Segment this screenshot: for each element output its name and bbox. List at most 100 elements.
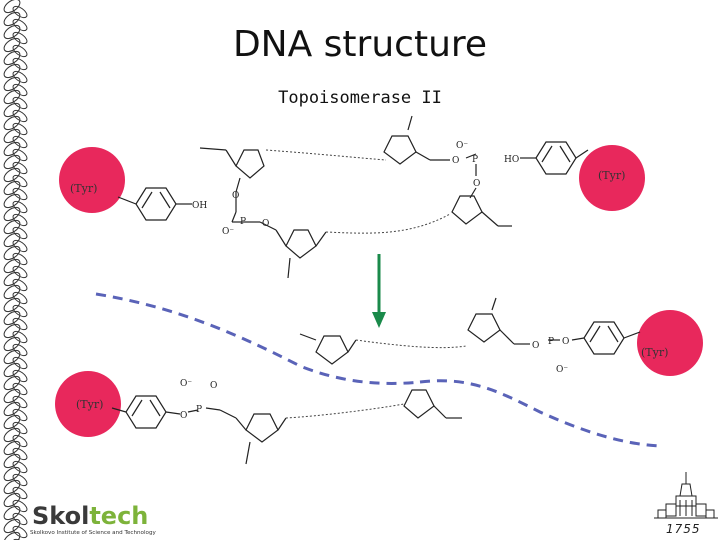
- border-loop: [12, 226, 28, 240]
- border-loop: [3, 479, 21, 495]
- border-loop: [12, 486, 28, 500]
- border-loop: [12, 83, 28, 97]
- label-o: O: [562, 337, 569, 347]
- label-o-minus: O⁻: [180, 379, 192, 389]
- border-loop: [12, 174, 28, 188]
- reaction-arrow: [372, 254, 386, 328]
- border-loop: [3, 336, 21, 352]
- border-loop: [12, 109, 28, 123]
- border-loop: [12, 343, 28, 357]
- border-loop: [3, 50, 21, 66]
- tyr-label-top-left: (Tyr): [70, 182, 97, 195]
- tyr-circle-top-left: [59, 147, 125, 213]
- dotted-backbone-mid: [325, 213, 451, 234]
- border-loop: [3, 115, 21, 131]
- skoltech-logo: Skoltech Skolkovo Institute of Science a…: [28, 500, 156, 540]
- border-loop: [12, 5, 28, 19]
- border-loop: [3, 102, 21, 118]
- border-loop: [3, 167, 21, 183]
- border-loop: [12, 447, 28, 461]
- border-loop: [3, 388, 21, 404]
- border-loop: [3, 310, 21, 326]
- slide-subtitle: Topoisomerase II: [278, 88, 442, 108]
- border-loop: [3, 11, 21, 27]
- msu-emblem: 1755: [652, 470, 720, 540]
- border-loop: [12, 96, 28, 110]
- border-loop: [3, 453, 21, 469]
- border-loop: [3, 76, 21, 92]
- border-loop: [3, 89, 21, 105]
- border-loop: [3, 440, 21, 456]
- border-loop: [12, 369, 28, 383]
- border-loop: [3, 154, 21, 170]
- border-loop: [3, 362, 21, 378]
- border-loop: [12, 200, 28, 214]
- border-loop: [3, 427, 21, 443]
- label-o: O: [210, 381, 217, 391]
- border-loop: [3, 24, 21, 40]
- skoltech-logo-word: Skoltech: [32, 502, 148, 530]
- label-o: O: [473, 179, 480, 189]
- border-loop: [3, 128, 21, 144]
- label-oh: OH: [192, 201, 207, 211]
- border-loop: [3, 206, 21, 222]
- border-loop: [3, 193, 21, 209]
- atom-labels: OH O P O⁻ O O P O⁻ O HO O P O⁻ O O⁻ O P …: [180, 141, 569, 421]
- border-loop: [12, 31, 28, 45]
- border-loop: [12, 18, 28, 32]
- border-loop: [3, 375, 21, 391]
- label-o-minus: O⁻: [222, 227, 234, 237]
- border-loop: [12, 57, 28, 71]
- border-loop: [12, 317, 28, 331]
- tyr-label-bottom-left: (Tyr): [76, 398, 103, 411]
- border-loop: [12, 239, 28, 253]
- border-loop: [12, 408, 28, 422]
- border-loop: [3, 466, 21, 482]
- label-o: O: [232, 191, 239, 201]
- dotted-backbone-bottom: [285, 403, 405, 419]
- label-o: O: [180, 411, 187, 421]
- border-loop: [12, 161, 28, 175]
- border-loop: [12, 460, 28, 474]
- label-o: O: [262, 219, 269, 229]
- border-loop: [12, 278, 28, 292]
- border-loop: [3, 232, 21, 248]
- border-loop: [12, 252, 28, 266]
- border-loop: [3, 414, 21, 430]
- border-loop: [12, 473, 28, 487]
- structure-lines: [111, 115, 641, 465]
- border-loop: [12, 421, 28, 435]
- decorative-loop-border: [3, 0, 28, 540]
- dotted-backbone-lower-right: [355, 339, 467, 349]
- border-loop: [12, 382, 28, 396]
- border-loop: [3, 141, 21, 157]
- tyr-circle-top-right: [579, 145, 645, 211]
- logo-name-accent: tech: [89, 502, 149, 530]
- border-loop: [12, 187, 28, 201]
- border-loop: [12, 525, 28, 539]
- skoltech-logo-subtitle: Skolkovo Institute of Science and Techno…: [30, 530, 156, 536]
- border-loop: [12, 512, 28, 526]
- slide-title: DNA structure: [232, 24, 488, 65]
- dashed-helix-lower: [419, 379, 661, 448]
- label-p: P: [240, 217, 246, 227]
- tyr-label-mid-right: (Tyr): [641, 346, 668, 359]
- label-o: O: [532, 341, 539, 351]
- border-loop: [12, 395, 28, 409]
- border-loop: [3, 401, 21, 417]
- border-loop: [3, 219, 21, 235]
- label-p: P: [548, 337, 554, 347]
- border-loop: [3, 518, 21, 534]
- border-loop: [3, 271, 21, 287]
- border-loop: [12, 434, 28, 448]
- border-loop: [3, 284, 21, 300]
- border-loop: [3, 37, 21, 53]
- label-o-minus: O⁻: [456, 141, 468, 151]
- border-loop: [12, 304, 28, 318]
- border-loop: [3, 505, 21, 521]
- border-loop: [3, 323, 21, 339]
- tyr-label-top-right: (Tyr): [598, 169, 625, 182]
- border-loop: [12, 213, 28, 227]
